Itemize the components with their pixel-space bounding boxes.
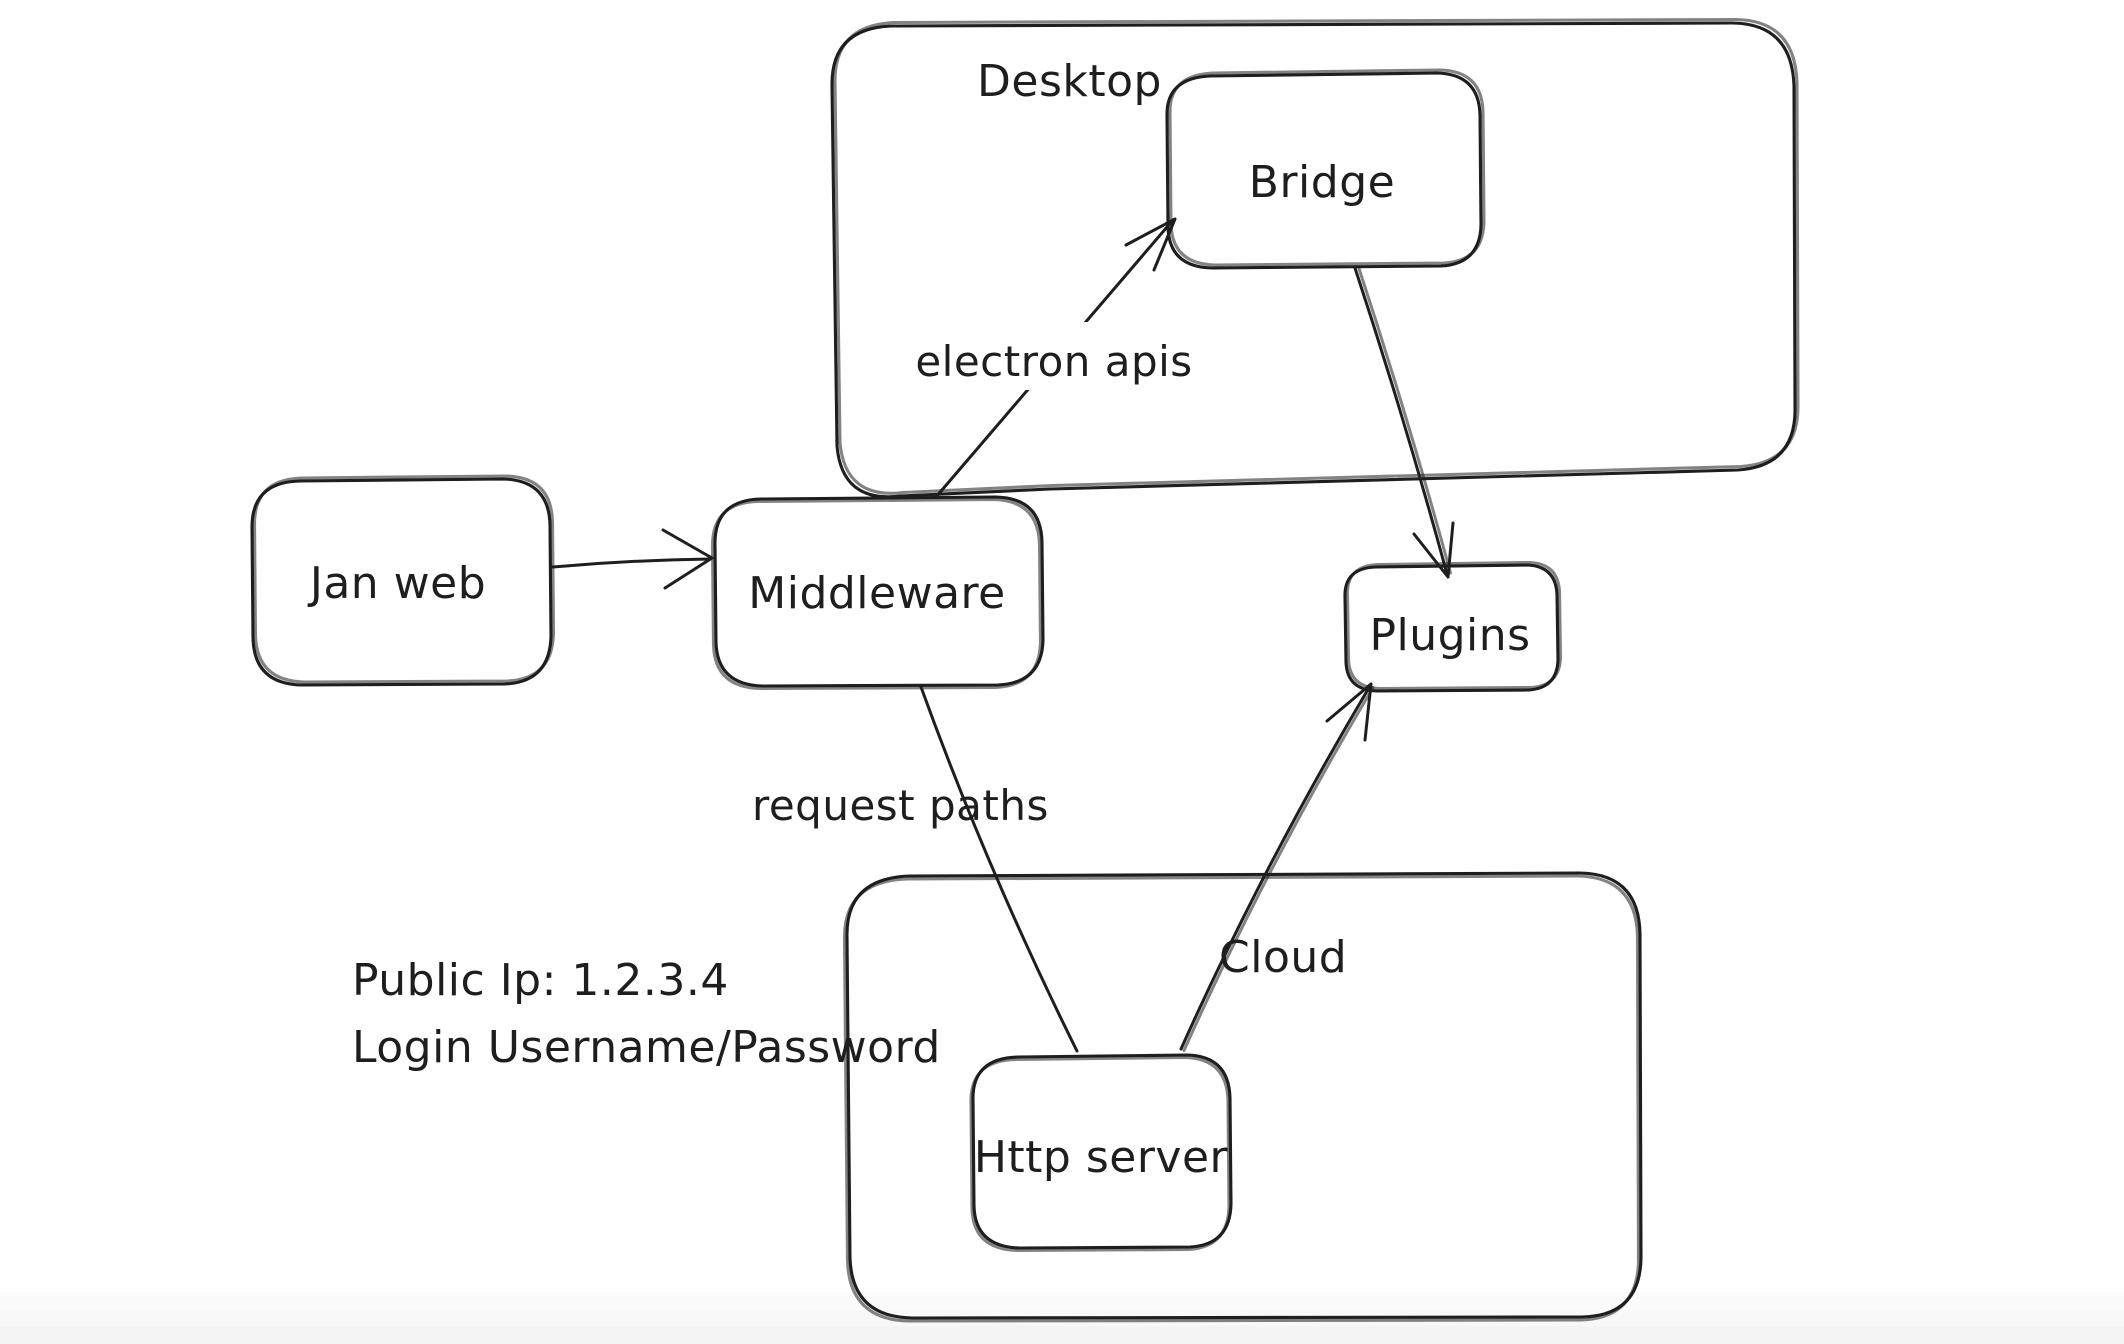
edge-httpserver-plugins[interactable] <box>1179 682 1375 1052</box>
edge-janweb-middleware-arrowhead <box>661 528 714 590</box>
edge-middleware-httpserver-label[interactable]: request paths <box>752 781 1049 830</box>
login-credentials-text[interactable]: Login Username/Password <box>352 1022 941 1073</box>
edge-middleware-bridge-label[interactable]: electron apis <box>915 337 1192 386</box>
edge-janweb-middleware[interactable] <box>551 528 714 590</box>
edge-middleware-httpserver[interactable]: request paths <box>752 685 1079 1053</box>
bridge-node-outline[interactable] <box>1165 71 1483 270</box>
bridge-node[interactable]: Bridge <box>1165 68 1486 270</box>
bridge-label[interactable]: Bridge <box>1249 157 1395 208</box>
jan-web-label[interactable]: Jan web <box>307 558 486 609</box>
jan-web-node[interactable]: Jan web <box>250 474 556 687</box>
edge-bridge-plugins[interactable] <box>1353 265 1455 579</box>
middleware-label[interactable]: Middleware <box>748 568 1005 619</box>
desktop-container[interactable]: Desktop <box>830 17 1800 499</box>
bottom-fade <box>0 1292 2124 1344</box>
plugins-node[interactable]: Plugins <box>1343 560 1563 693</box>
edge-httpserver-plugins-line[interactable] <box>1179 684 1372 1051</box>
http-server-node[interactable]: Http server <box>969 1053 1233 1253</box>
plugins-label[interactable]: Plugins <box>1369 610 1530 661</box>
edge-middleware-bridge[interactable]: electron apis <box>915 217 1192 499</box>
edge-middleware-httpserver-line[interactable] <box>919 685 1079 1053</box>
edge-label-background <box>918 322 1190 390</box>
edge-bridge-plugins-line[interactable] <box>1353 266 1449 576</box>
desktop-container-outline[interactable] <box>830 21 1797 499</box>
desktop-label[interactable]: Desktop <box>977 56 1162 107</box>
cloud-container[interactable]: Cloud <box>842 871 1643 1323</box>
http-server-label[interactable]: Http server <box>974 1132 1229 1183</box>
credentials-note[interactable]: Public Ip: 1.2.3.4 Login Username/Passwo… <box>352 955 941 1073</box>
cloud-label[interactable]: Cloud <box>1219 932 1347 983</box>
public-ip-text[interactable]: Public Ip: 1.2.3.4 <box>352 955 729 1006</box>
edge-bridge-plugins-line-echo <box>1357 265 1452 575</box>
middleware-node[interactable]: Middleware <box>710 495 1045 691</box>
plugins-node-outline[interactable] <box>1343 563 1560 693</box>
edge-bridge-plugins-arrowhead <box>1412 521 1455 579</box>
edge-httpserver-plugins-line-echo <box>1182 686 1375 1052</box>
edge-httpserver-plugins-arrowhead <box>1325 682 1373 742</box>
edge-janweb-middleware-line[interactable] <box>551 557 712 569</box>
